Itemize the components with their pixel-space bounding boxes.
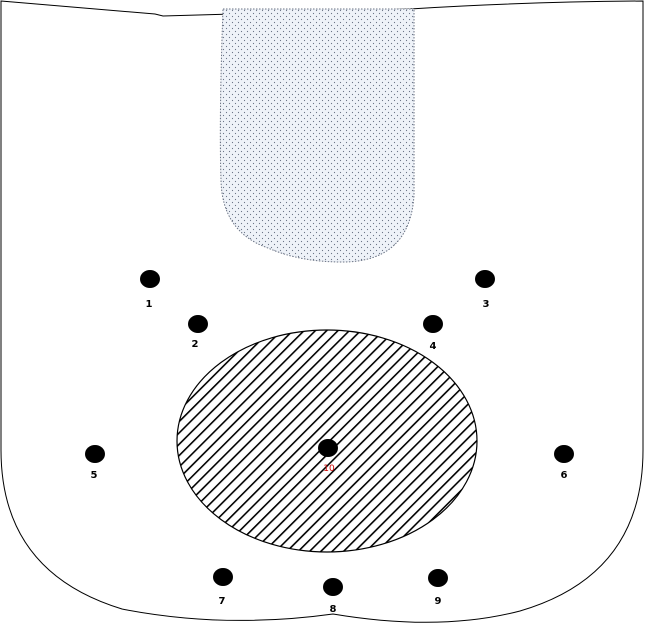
point-5: 5 bbox=[85, 445, 105, 481]
point-7: 7 bbox=[213, 568, 233, 607]
point-4: 4 bbox=[423, 315, 443, 352]
point-marker bbox=[323, 578, 343, 596]
point-marker bbox=[428, 569, 448, 587]
point-label: 5 bbox=[91, 470, 98, 481]
shaded-region bbox=[219, 8, 415, 263]
point-8: 8 bbox=[323, 578, 343, 615]
point-marker bbox=[213, 568, 233, 586]
outer-outline bbox=[0, 0, 644, 623]
point-marker bbox=[188, 315, 208, 333]
point-marker bbox=[85, 445, 105, 463]
point-label: 8 bbox=[330, 604, 337, 615]
center-label: 10 bbox=[323, 464, 335, 474]
point-label: 3 bbox=[483, 299, 490, 310]
point-2: 2 bbox=[188, 315, 208, 350]
point-3: 3 bbox=[475, 270, 495, 310]
point-marker bbox=[140, 270, 160, 288]
point-label: 6 bbox=[561, 470, 568, 481]
center-marker bbox=[318, 439, 338, 457]
point-label: 4 bbox=[430, 341, 437, 352]
point-marker bbox=[554, 445, 574, 463]
point-1: 1 bbox=[140, 270, 160, 310]
point-6: 6 bbox=[554, 445, 574, 481]
point-9: 9 bbox=[428, 569, 448, 607]
center-point: 10 bbox=[318, 439, 338, 474]
point-label: 9 bbox=[435, 596, 442, 607]
point-marker bbox=[475, 270, 495, 288]
point-label: 2 bbox=[192, 339, 199, 350]
point-label: 1 bbox=[146, 299, 153, 310]
point-label: 7 bbox=[219, 596, 226, 607]
point-marker bbox=[423, 315, 443, 333]
